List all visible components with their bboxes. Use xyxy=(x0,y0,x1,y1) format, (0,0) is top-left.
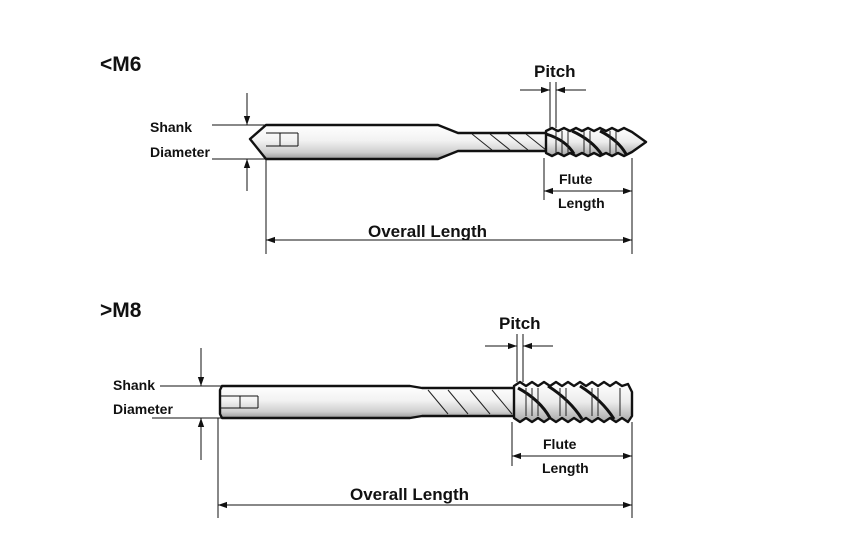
shank xyxy=(248,123,550,161)
drive-square xyxy=(220,395,259,409)
overall-length-label: Overall Length xyxy=(368,222,487,241)
flute-label: Flute xyxy=(543,436,577,452)
diagram-m6: <M6 xyxy=(100,53,648,254)
pitch-label: Pitch xyxy=(534,62,576,81)
neck-hatching xyxy=(427,389,513,415)
flute-spirals xyxy=(545,129,628,156)
shank-label: Shank xyxy=(113,377,155,393)
flute-label: Flute xyxy=(559,171,593,187)
shank-label: Shank xyxy=(150,119,192,135)
flute-spirals xyxy=(517,384,621,420)
neck-hatching xyxy=(471,133,547,151)
pitch-dimension: Pitch xyxy=(520,62,586,128)
shank-diameter-dimension: Shank Diameter xyxy=(113,348,222,460)
diagram-title: <M6 xyxy=(100,53,141,76)
length-label: Length xyxy=(558,195,605,211)
overall-length-label: Overall Length xyxy=(350,485,469,504)
drive-square xyxy=(266,132,299,147)
diameter-label: Diameter xyxy=(150,144,210,160)
shank xyxy=(218,384,518,420)
shank-diameter-dimension: Shank Diameter xyxy=(150,93,266,191)
diagram-m8: >M8 xyxy=(100,299,634,518)
diagram-title: >M8 xyxy=(100,299,142,322)
flute-length-dimension: Flute Length xyxy=(543,158,633,211)
overall-length-dimension: Overall Length xyxy=(217,418,633,518)
diameter-label: Diameter xyxy=(113,401,173,417)
flute-length-dimension: Flute Length xyxy=(511,422,633,476)
length-label: Length xyxy=(542,460,589,476)
tap-drawing xyxy=(248,123,648,161)
pitch-dimension: Pitch xyxy=(485,314,553,382)
tap-drawing xyxy=(218,380,634,424)
pitch-label: Pitch xyxy=(499,314,541,333)
overall-length-dimension: Overall Length xyxy=(265,159,633,254)
